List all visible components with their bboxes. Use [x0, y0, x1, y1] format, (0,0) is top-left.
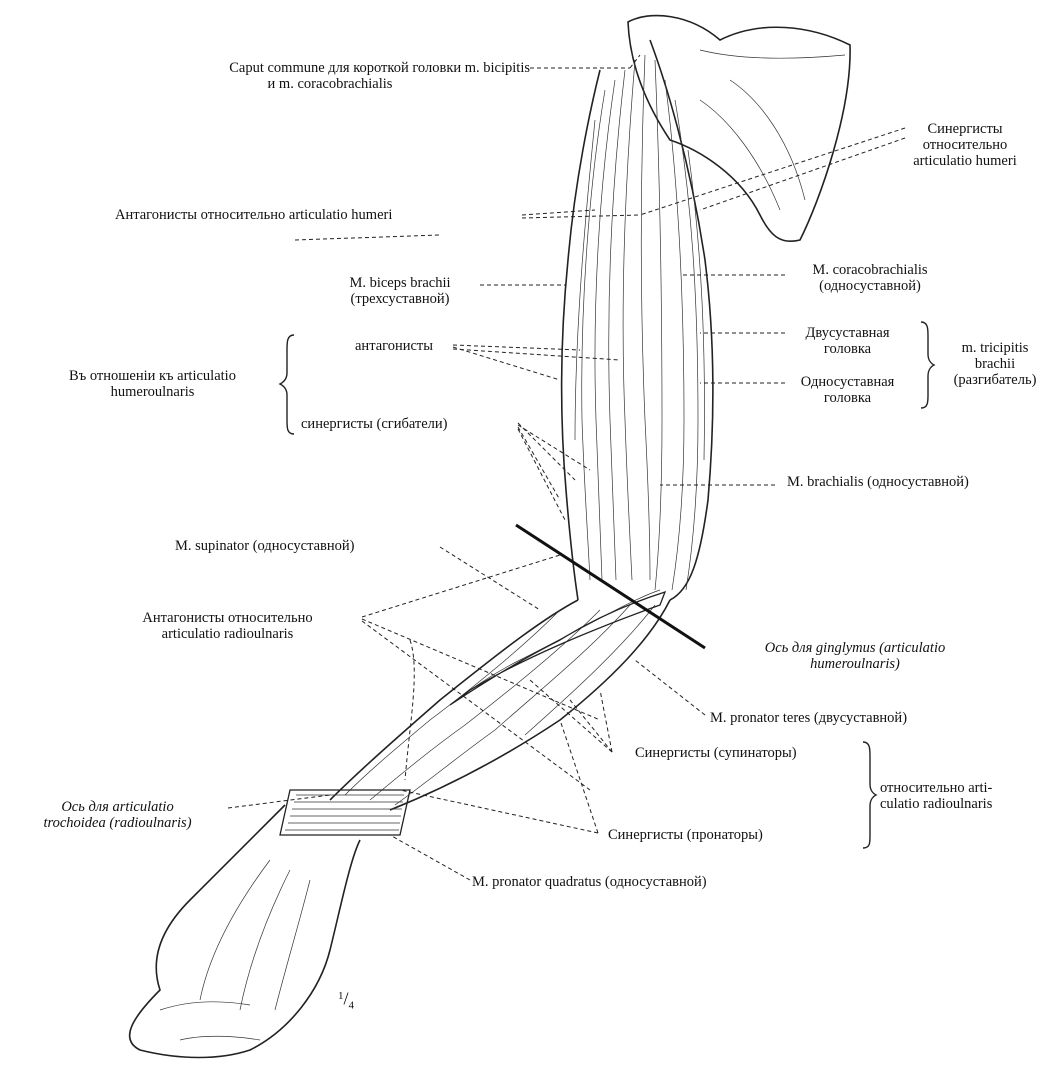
label-monoarticular-head: Односуставная головка	[780, 374, 915, 406]
label-humeroulnaris-relation: Въ отношенiи къ articulatio humeroulnari…	[20, 368, 285, 400]
label-synergists-humeri: Синергисты относительно articulatio hume…	[885, 121, 1045, 169]
label-biarticular-head: Двусуставная головка	[780, 325, 915, 357]
label-caput-commune: Caput commune для короткой головки m. bi…	[70, 60, 530, 92]
label-antagonists-radioulnaris: Антагонисты относительно articulatio rad…	[95, 610, 360, 642]
label-antagonists-humeri: Антагонисты относительно articulatio hum…	[115, 207, 392, 223]
label-supinator: M. supinator (односуставной)	[175, 538, 354, 554]
label-relative-radioulnaris: относительно arti- culatio radioulnaris	[880, 780, 992, 812]
label-pronator-quadratus: M. pronator quadratus (односуставной)	[472, 874, 707, 890]
ginglymus-axis	[516, 525, 705, 648]
label-synergists-supinators: Синергисты (супинаторы)	[635, 745, 797, 761]
hand-drawing	[130, 805, 360, 1058]
label-triceps-brachii: m. tricipitis brachii (разгибатель)	[935, 340, 1055, 388]
upper-arm-drawing	[562, 40, 713, 600]
label-antagonists: антагонисты	[355, 338, 433, 354]
label-biceps-brachii: M. biceps brachii (трехсуставной)	[310, 275, 490, 307]
label-pronator-teres: M. pronator teres (двусуставной)	[710, 710, 907, 726]
label-synergists-flexors: синергисты (сгибатели)	[301, 416, 448, 432]
brace-radioulnaris	[863, 742, 876, 848]
label-brachialis: M. brachialis (односуставной)	[787, 474, 969, 490]
brace-triceps	[921, 322, 934, 408]
label-coracobrachialis: M. coracobrachialis (односуставной)	[775, 262, 965, 294]
label-synergists-pronators: Синергисты (пронаторы)	[608, 827, 763, 843]
label-axis-trochoidea: Ось для articulatio trochoidea (radiouln…	[5, 799, 230, 831]
scapula-drawing	[628, 16, 850, 242]
forearm-drawing	[330, 600, 670, 810]
scale-fraction: 1/4	[338, 988, 354, 1013]
leader-lines	[228, 55, 905, 880]
label-axis-ginglymus: Ось для ginglymus (articulatio humerouln…	[720, 640, 990, 672]
